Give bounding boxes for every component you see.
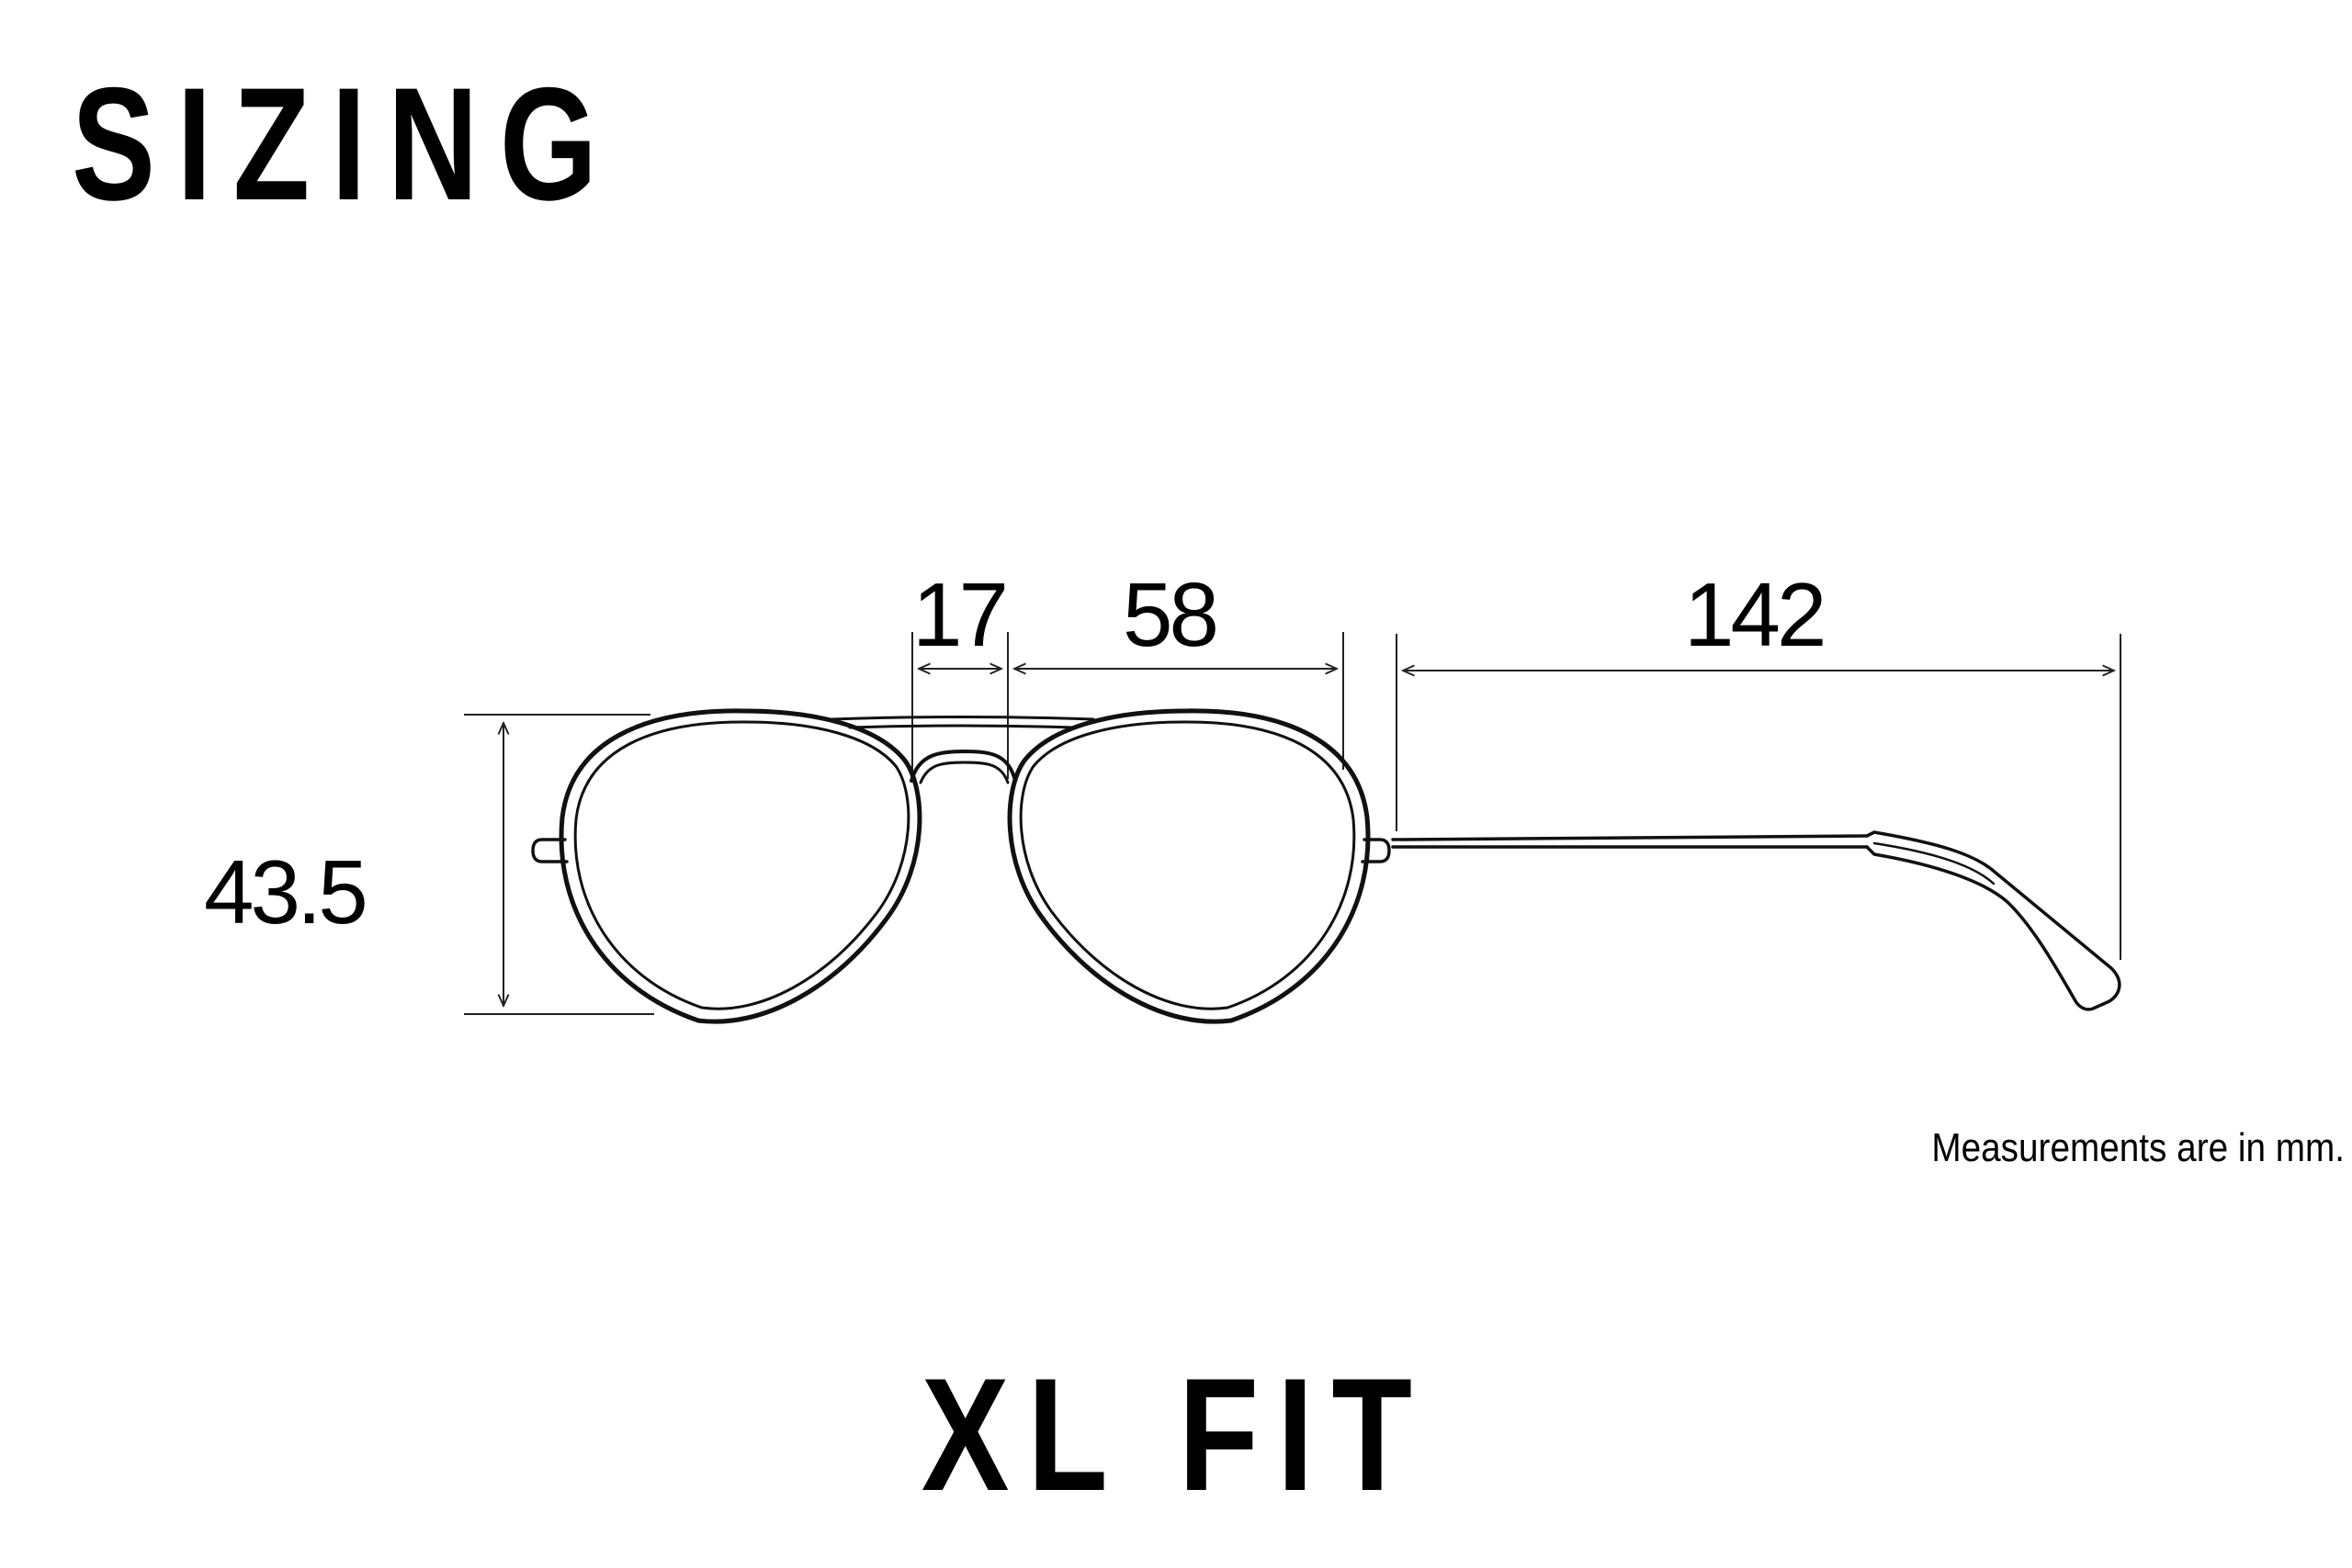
temple-length-dimension	[1396, 634, 2121, 960]
sunglasses-temple-arm-icon	[1391, 830, 2121, 1011]
measurement-note: Measurements are in mm.	[1931, 1125, 2345, 1170]
temple-tip-inner	[1872, 841, 1996, 886]
fit-label-text: XL FIT	[922, 1346, 1430, 1525]
width-dimensions	[911, 632, 1344, 779]
nose-bridge-inner	[919, 761, 1010, 784]
right-lens-outer	[1007, 708, 1371, 1024]
temple-tip	[1865, 830, 2121, 1011]
top-bar	[830, 716, 1095, 721]
lens-height-label: 43.5	[204, 841, 368, 942]
page-title: SIZING	[72, 55, 619, 234]
nose-bridge	[910, 750, 1017, 783]
right-hinge	[1361, 838, 1391, 863]
right-lens-inner	[1019, 720, 1356, 1010]
top-bar-inner	[848, 724, 1077, 729]
left-hinge	[531, 838, 569, 863]
left-lens-outer	[559, 708, 922, 1024]
aviator-sunglasses-front-icon	[531, 708, 1391, 1024]
lens-height-dimension	[464, 714, 654, 1015]
lens-width-label: 58	[1123, 564, 1219, 665]
temple-arm-top	[1391, 834, 1869, 841]
temple-length-label: 142	[1684, 564, 1827, 665]
left-lens-inner	[573, 720, 910, 1010]
fit-label: XL FIT	[0, 1355, 2352, 1516]
bridge-width-label: 17	[912, 564, 1009, 665]
